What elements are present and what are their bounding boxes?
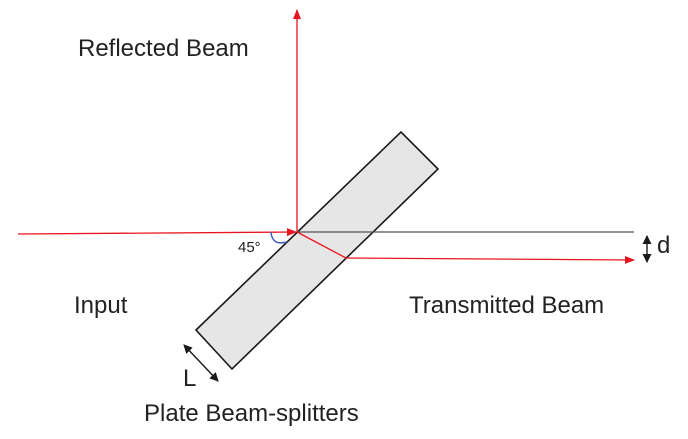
thickness-label: L (183, 365, 196, 392)
offset-label: d (657, 232, 670, 259)
thickness-arrow (183, 344, 219, 382)
angle-label: 45° (238, 239, 261, 256)
transmitted-beam (345, 255, 635, 264)
input-label: Input (74, 292, 128, 319)
beam-splitter-plate (194, 130, 440, 371)
input-beam (17, 228, 297, 237)
refracted-beam (296, 231, 347, 259)
angle-arc (270, 231, 288, 244)
beam-splitter-label: Plate Beam-splitters (144, 400, 359, 427)
transmitted-beam-label: Transmitted Beam (409, 292, 604, 319)
reflected-beam-label: Reflected Beam (78, 35, 249, 62)
